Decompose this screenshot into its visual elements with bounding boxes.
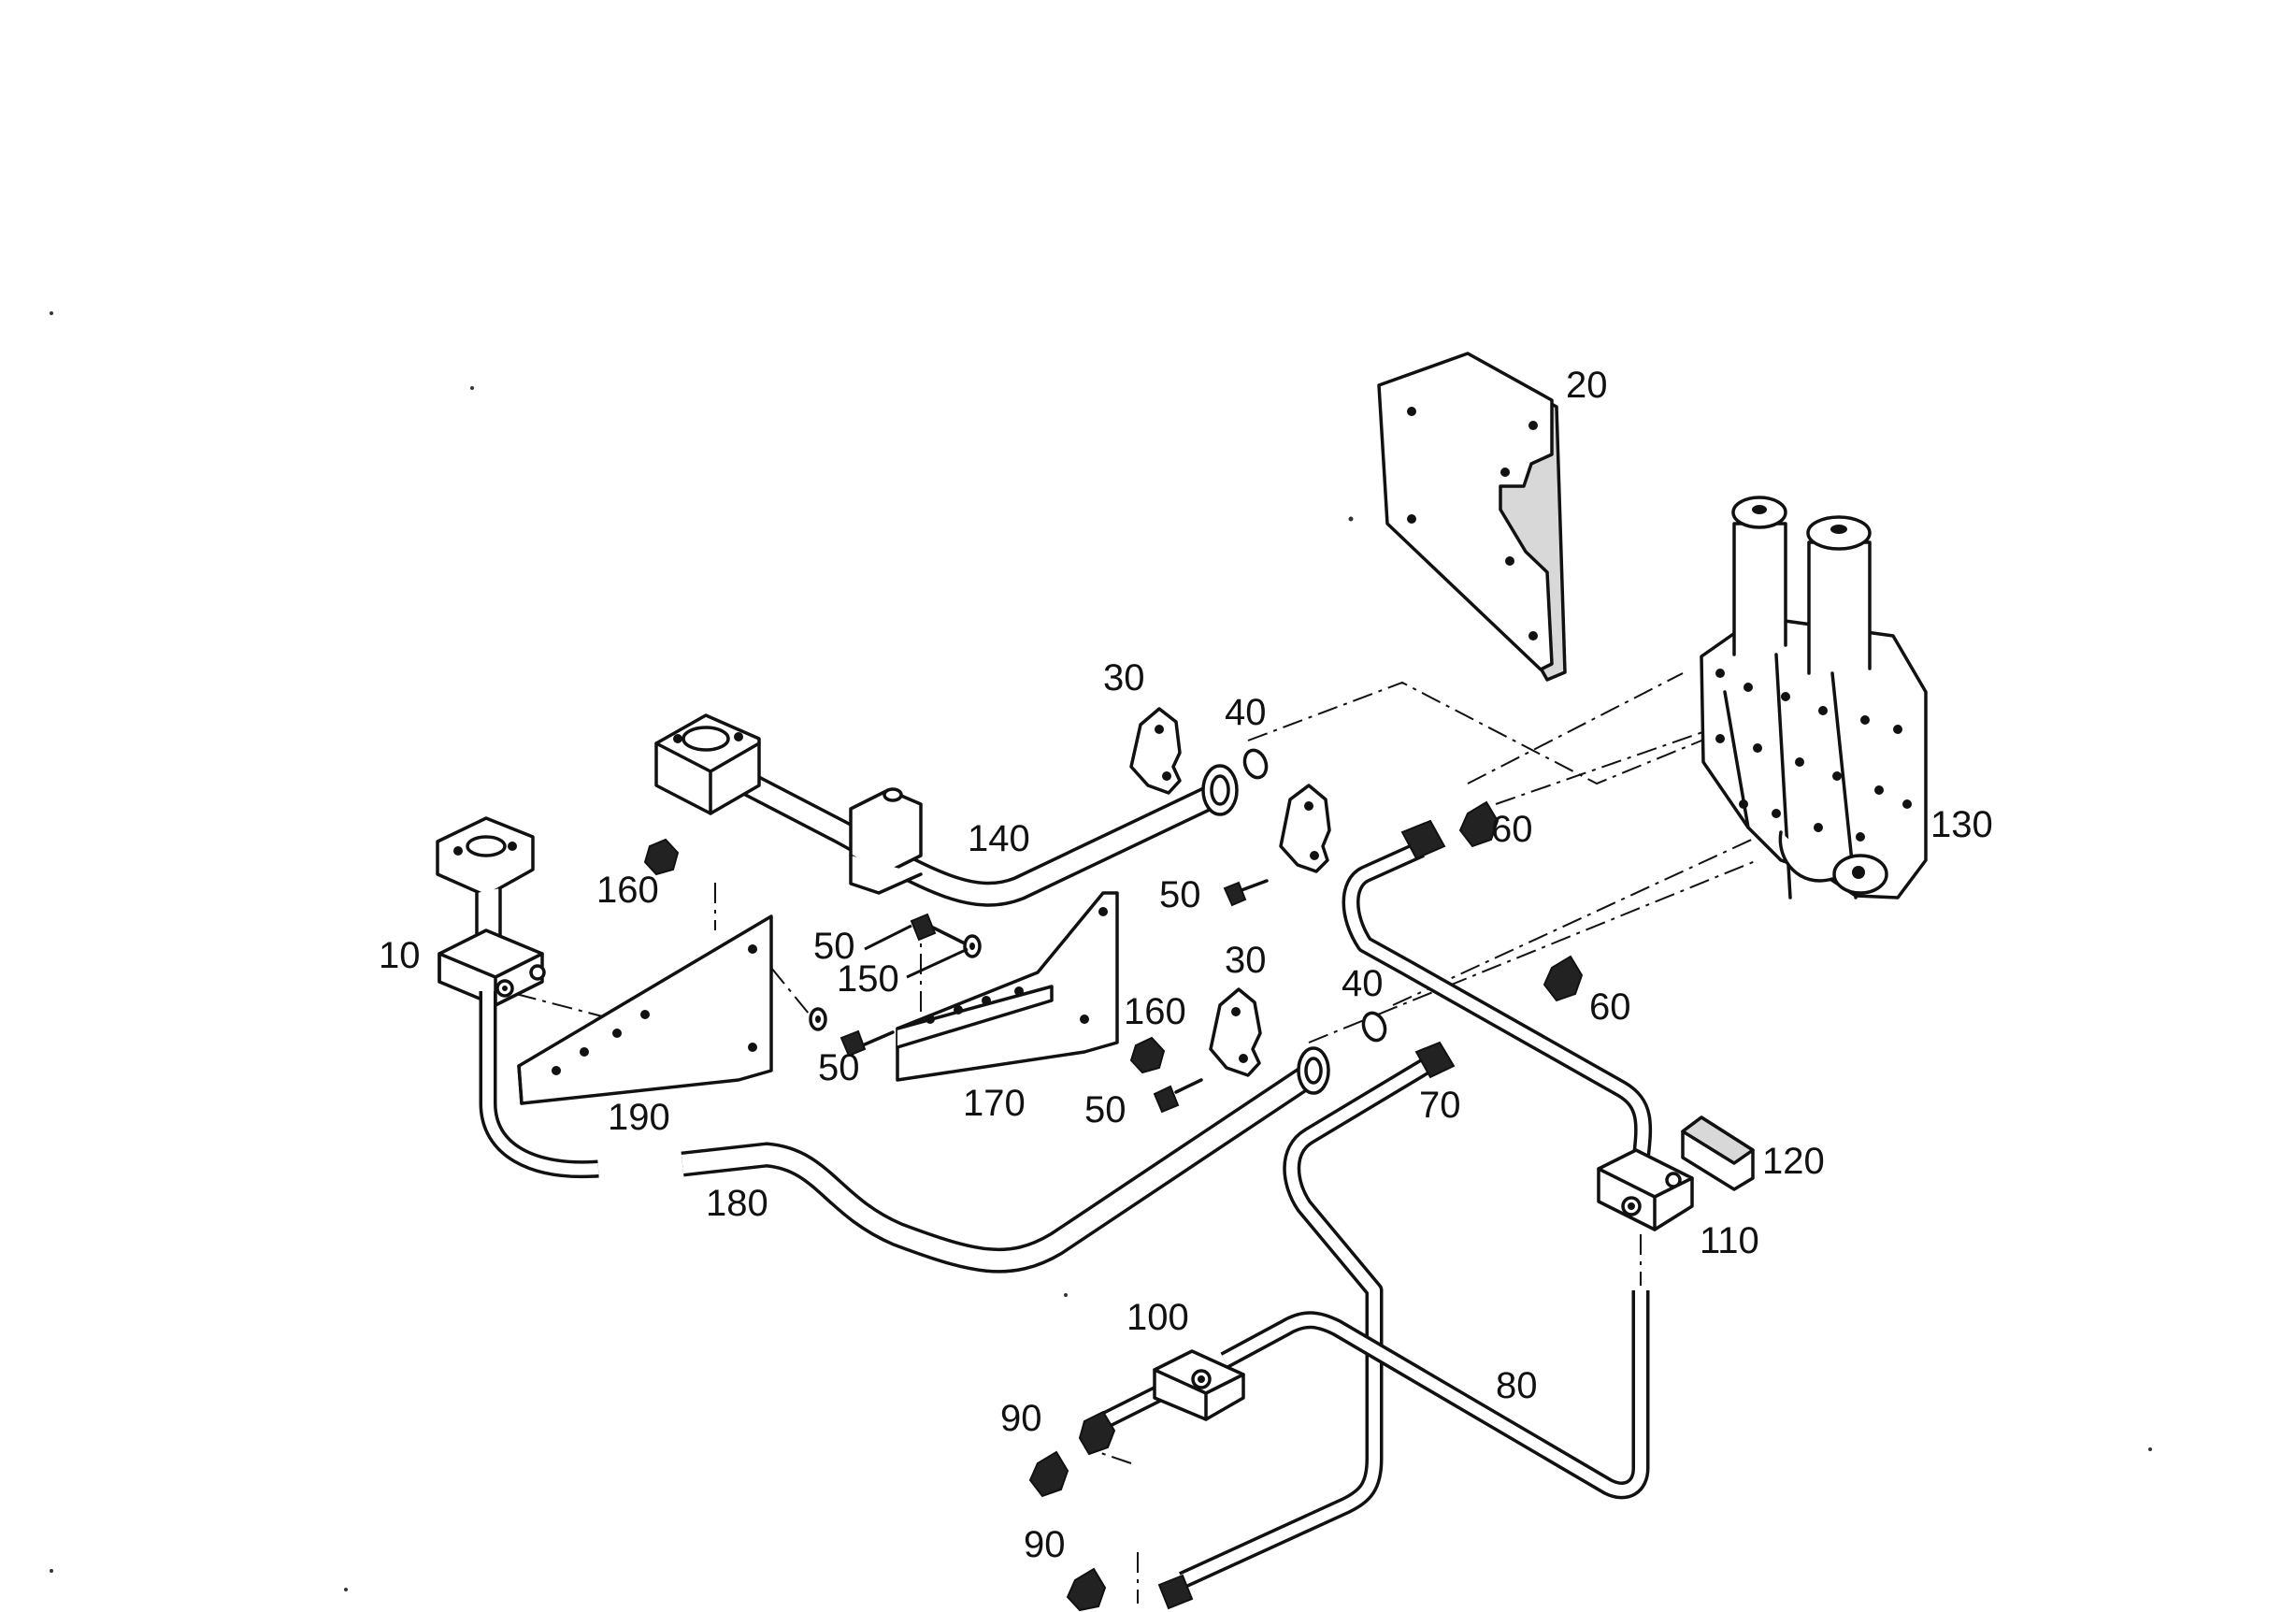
bracket-30-mid [1279, 784, 1331, 873]
bolt-50-b [910, 913, 965, 944]
fitting-90-upper [1028, 1410, 1116, 1498]
fitting-90-lower [1066, 1567, 1107, 1612]
callout-30-lower: 30 [1225, 940, 1267, 981]
callout-160-lower: 160 [1124, 991, 1186, 1032]
o-ring-40-upper [1242, 748, 1269, 780]
callout-70: 70 [1419, 1085, 1461, 1126]
pad-120 [1681, 1115, 1755, 1191]
callout-10: 10 [379, 935, 421, 976]
valve-port-holes [1715, 669, 1912, 842]
washer-50-lower [809, 1007, 827, 1031]
bolt-50-d [1153, 1078, 1203, 1114]
callout-150: 150 [837, 958, 899, 1000]
bracket-30-upper [1129, 707, 1182, 795]
callout-30-upper: 30 [1103, 657, 1145, 698]
tube-assembly-140 [654, 713, 1239, 907]
callout-90-upper: 90 [1000, 1398, 1042, 1439]
bolt-50-c [839, 1029, 895, 1058]
pipe-190-180 [479, 991, 599, 1179]
callout-140: 140 [968, 818, 1030, 859]
callout-100: 100 [1126, 1297, 1189, 1338]
scan-specks [50, 311, 2152, 1591]
angle-bracket-170 [896, 891, 1119, 1082]
callout-80: 80 [1496, 1365, 1538, 1406]
callout-50-b: 50 [813, 926, 855, 967]
callout-60-lower: 60 [1589, 986, 1631, 1028]
washer-150 [963, 934, 982, 958]
callout-60-upper: 60 [1491, 809, 1533, 850]
assembly-leader-lines [515, 672, 1758, 1604]
pipe-70 [1157, 1041, 1456, 1610]
pipe-60-to-110 [1342, 819, 1653, 1161]
clamp-block-110 [1597, 1148, 1694, 1231]
nut-160-upper [643, 838, 680, 876]
callout-50-c: 50 [818, 1047, 860, 1088]
callout-170: 170 [963, 1083, 1026, 1124]
flange-block-10 [436, 816, 546, 1007]
callout-110: 110 [1700, 1220, 1759, 1261]
callout-190: 190 [608, 1097, 670, 1138]
callout-180: 180 [706, 1183, 768, 1224]
mounting-plate-20 [1377, 352, 1567, 682]
callout-90-lower: 90 [1024, 1524, 1066, 1565]
callout-20: 20 [1566, 365, 1608, 406]
bracket-30-lower [1209, 987, 1262, 1077]
pipe-180 [681, 1046, 1330, 1274]
callout-160-upper: 160 [596, 870, 659, 911]
control-valve-130 [1700, 496, 1928, 900]
callout-40-upper: 40 [1225, 692, 1267, 733]
callout-50-d: 50 [1084, 1089, 1126, 1130]
callout-130: 130 [1930, 804, 1993, 845]
o-ring-40-lower [1361, 1011, 1387, 1043]
tee-block-100 [1153, 1349, 1245, 1421]
callout-ticks [864, 924, 969, 979]
nut-160-lower [1129, 1036, 1166, 1074]
callout-50-a: 50 [1159, 874, 1201, 915]
fitting-60-lower [1543, 955, 1584, 1002]
callout-labels: 10 20 30 30 40 40 50 50 50 50 60 60 70 8… [379, 365, 1993, 1565]
callout-120: 120 [1762, 1141, 1825, 1182]
angle-bracket-190 [517, 914, 773, 1105]
fitting-60-upper [1458, 800, 1500, 848]
callout-40-lower: 40 [1342, 963, 1384, 1004]
bolt-50-a [1223, 879, 1269, 907]
